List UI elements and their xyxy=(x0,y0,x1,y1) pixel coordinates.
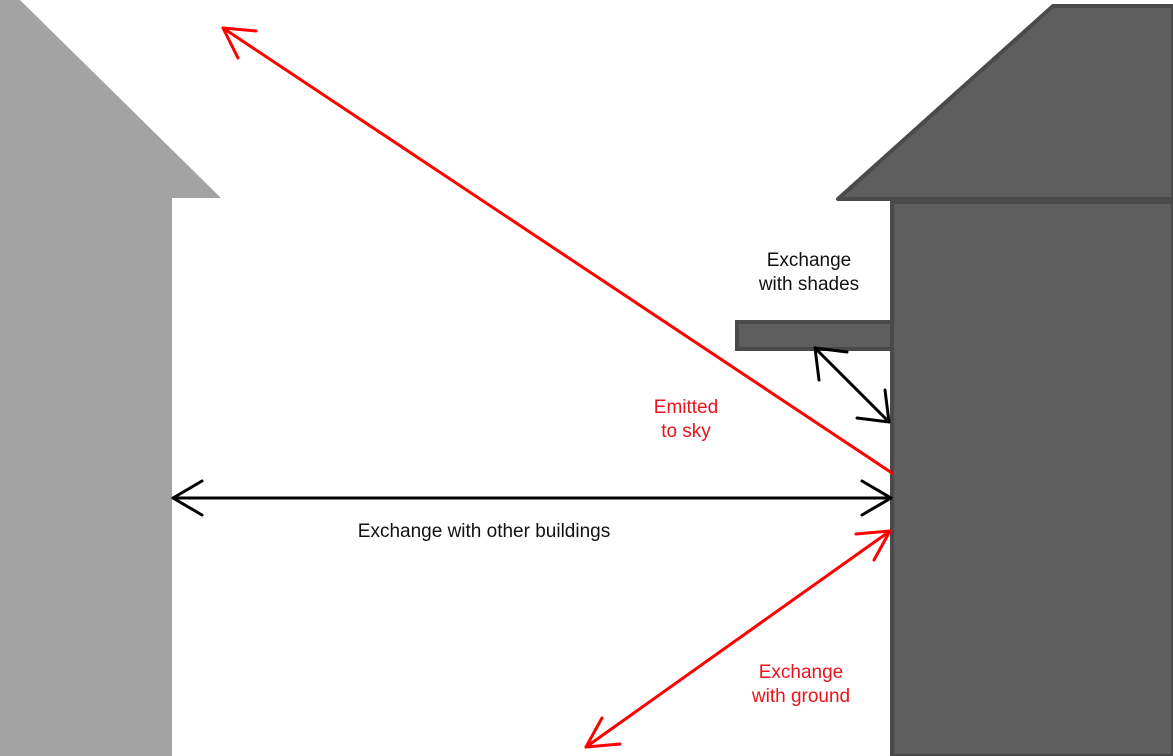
label-emitted-to-sky: Emitted to sky xyxy=(636,396,736,444)
shade-overhang xyxy=(735,320,894,351)
left-building xyxy=(0,0,221,756)
right-building-body xyxy=(890,200,1173,756)
exchange-with-buildings-arrow xyxy=(171,479,893,517)
label-exchange-with-shades: Exchange with shades xyxy=(745,249,873,297)
label-shades-line-2: with shades xyxy=(758,274,860,295)
exchange-with-shades-arrow xyxy=(813,346,891,424)
label-ground-line-1: Exchange xyxy=(758,662,844,683)
right-building-roof xyxy=(836,4,1173,201)
label-shades-line-1: Exchange xyxy=(766,250,852,271)
label-ground-line-2: with ground xyxy=(751,686,851,707)
label-exchange-with-ground: Exchange with ground xyxy=(733,661,869,709)
label-exchange-with-other-buildings: Exchange with other buildings xyxy=(357,521,611,542)
label-sky-line-1: Emitted xyxy=(653,397,719,418)
exchange-with-ground-arrow xyxy=(584,529,892,749)
label-sky-line-2: to sky xyxy=(661,421,711,442)
emitted-to-sky-arrow xyxy=(221,26,894,475)
